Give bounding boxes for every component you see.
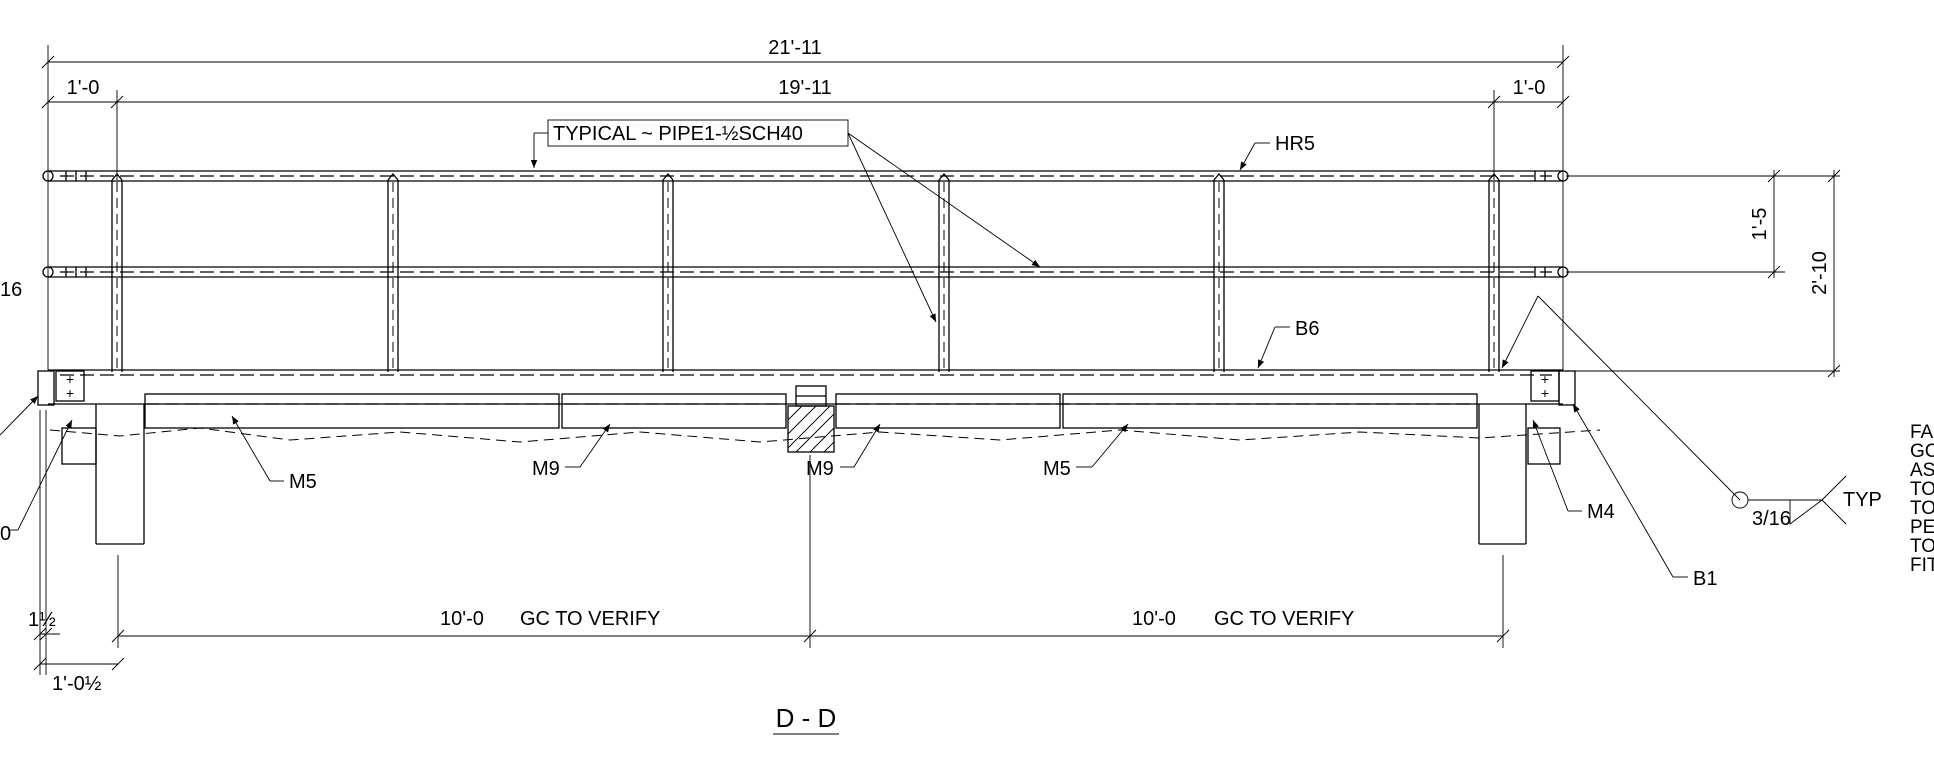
- typical-pipe-text: TYPICAL ~ PIPE1-½SCH40: [553, 123, 803, 145]
- middle-dimension-text: 19'-11: [778, 77, 832, 99]
- left-end-dimension-text: 1'-0: [67, 77, 100, 99]
- side-note-line: TO: [1910, 479, 1934, 500]
- span-right-note: GC TO VERIFY: [1214, 608, 1354, 630]
- left-cut-top-text: 16: [0, 279, 22, 301]
- offset-dimensions: 1½ 1'-0½: [28, 410, 125, 695]
- beam-b6: + + + +: [37, 369, 1576, 406]
- rail-spacing-text: 1'-5: [1749, 208, 1771, 241]
- m4-text: M4: [1587, 501, 1615, 523]
- post: [938, 172, 950, 372]
- side-note-line: AS: [1910, 460, 1934, 481]
- weld-symbol: 3/16 TYP: [1501, 295, 1882, 530]
- m9-center-callout: M9: [806, 423, 881, 480]
- b1-text: B1: [1693, 568, 1717, 590]
- weld-size-text: 3/16: [1752, 508, 1791, 530]
- b6-callout: B6: [1257, 318, 1319, 369]
- side-notes: FA GC AS TO TO PE TO FIT: [1910, 422, 1934, 576]
- hr5-text: HR5: [1275, 133, 1315, 155]
- top-rail: [42, 170, 1569, 182]
- span-right-text: 10'-0: [1132, 608, 1176, 630]
- m5-right-callout: M5: [1043, 423, 1129, 480]
- span-left-note: GC TO VERIFY: [520, 608, 660, 630]
- m9-center-text: M9: [806, 458, 834, 480]
- side-note-line: TO: [1910, 498, 1934, 519]
- m5-left-text: M5: [289, 471, 317, 493]
- side-note-line: FA: [1910, 422, 1934, 443]
- svg-text:+: +: [66, 385, 74, 401]
- post: [1488, 172, 1500, 372]
- post: [387, 172, 399, 372]
- m9-left-callout: M9: [532, 423, 611, 480]
- b6-text: B6: [1295, 318, 1319, 340]
- rail-height-dimension: 2'-10: [1809, 169, 1841, 378]
- section-title-text: D - D: [776, 703, 837, 733]
- left-cut-bottom-text: 0: [0, 523, 11, 545]
- center-bearing: [787, 385, 835, 453]
- hr5-callout: HR5: [1239, 133, 1315, 171]
- offset-small-text: 1½: [28, 609, 56, 631]
- m5-right-text: M5: [1043, 458, 1071, 480]
- span-left-text: 10'-0: [440, 608, 484, 630]
- deck-panels: [49, 393, 1601, 443]
- span-dimensions: 10'-0 GC TO VERIFY 10'-0 GC TO VERIFY: [111, 455, 1510, 648]
- post: [662, 172, 674, 372]
- b1-callout: B1: [1572, 403, 1717, 590]
- offset-left-text: 1'-0½: [52, 673, 102, 695]
- sub-dimensions: 1'-0 19'-11 1'-0: [41, 77, 1570, 180]
- side-note-line: FIT: [1910, 555, 1934, 576]
- m5-left-callout: M5: [231, 415, 317, 493]
- post: [111, 172, 123, 372]
- typical-pipe-callout: TYPICAL ~ PIPE1-½SCH40: [530, 119, 1041, 323]
- support-piers: [61, 404, 1561, 545]
- side-note-line: TO: [1910, 536, 1934, 557]
- overall-dimension-text: 21'-11: [768, 37, 822, 59]
- rail-spacing-dimension: 1'-5: [1566, 169, 1840, 372]
- weld-note-text: TYP: [1843, 489, 1882, 511]
- side-note-line: PE: [1910, 517, 1934, 538]
- mid-rail: [42, 266, 1569, 278]
- right-end-dimension-text: 1'-0: [1513, 77, 1546, 99]
- overall-dimension: 21'-11: [41, 37, 1570, 370]
- m4-callout: M4: [1532, 419, 1615, 523]
- rail-height-text: 2'-10: [1809, 251, 1831, 295]
- m9-left-text: M9: [532, 458, 560, 480]
- post: [1213, 172, 1225, 372]
- section-title: D - D: [773, 703, 839, 735]
- posts: [111, 172, 1500, 372]
- side-note-line: GC: [1910, 441, 1934, 462]
- svg-text:+: +: [1541, 371, 1549, 387]
- svg-text:+: +: [1541, 385, 1549, 401]
- svg-text:+: +: [66, 371, 74, 387]
